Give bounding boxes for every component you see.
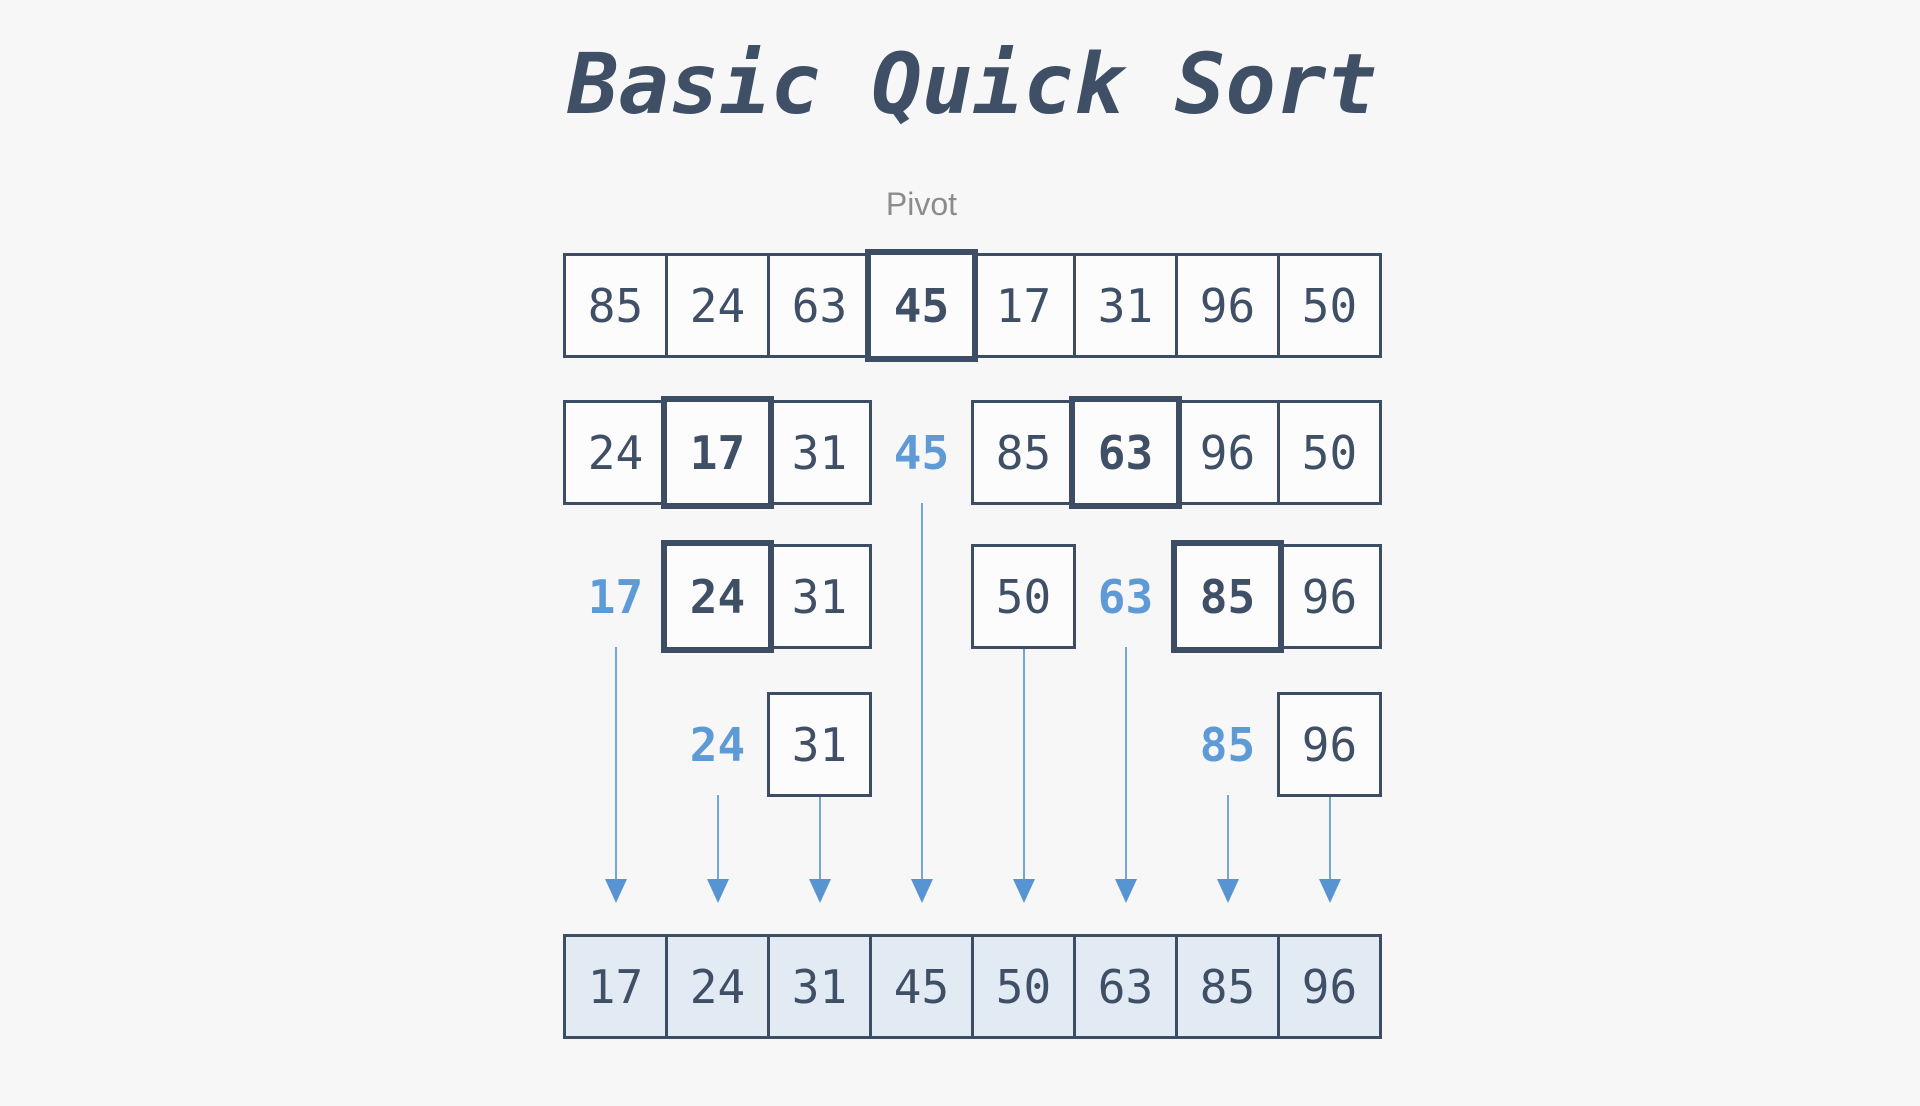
array-cell: 85 (563, 253, 668, 358)
pivot-label: Pivot (885, 186, 958, 222)
sorted-cell: 85 (1175, 934, 1280, 1039)
sorted-cell: 96 (1277, 934, 1382, 1039)
array-cell: 17 (971, 253, 1076, 358)
down-arrow-head (1216, 879, 1239, 903)
placed-value: 17 (587, 569, 644, 624)
array-cell: 31 (1073, 253, 1178, 358)
array-cell: 96 (1175, 253, 1280, 358)
down-arrow-line (920, 503, 923, 879)
down-arrow-line (1124, 647, 1127, 879)
down-arrow-head (910, 879, 933, 903)
sorted-cell: 17 (563, 934, 668, 1039)
array-cell: 85 (971, 400, 1076, 505)
array-cell: 24 (563, 400, 668, 505)
array-cell: 24 (665, 253, 770, 358)
array-cell: 96 (1277, 544, 1382, 649)
pivot-cell: 45 (865, 249, 978, 362)
page-title: Basic Quick Sort (567, 35, 1378, 133)
down-arrow-head (808, 879, 831, 903)
down-arrow-line (614, 647, 617, 879)
array-cell: 96 (1175, 400, 1280, 505)
pivot-cell: 24 (661, 540, 774, 653)
pivot-cell: 63 (1069, 396, 1182, 509)
down-arrow-line (1328, 795, 1331, 879)
array-cell: 63 (767, 253, 872, 358)
placed-value: 24 (689, 717, 746, 772)
sorted-cell: 24 (665, 934, 770, 1039)
down-arrow-head (1012, 879, 1035, 903)
placed-value: 45 (893, 425, 950, 480)
array-cell: 31 (767, 400, 872, 505)
down-arrow-head (706, 879, 729, 903)
array-cell: 31 (767, 544, 872, 649)
down-arrow-head (604, 879, 627, 903)
down-arrow-head (1114, 879, 1137, 903)
down-arrow-line (716, 795, 719, 879)
down-arrow-line (818, 795, 821, 879)
array-cell: 96 (1277, 692, 1382, 797)
sorted-cell: 45 (869, 934, 974, 1039)
array-cell: 50 (1277, 253, 1382, 358)
array-cell: 50 (971, 544, 1076, 649)
down-arrow-line (1226, 795, 1229, 879)
sorted-cell: 31 (767, 934, 872, 1039)
sorted-cell: 63 (1073, 934, 1178, 1039)
down-arrow-head (1318, 879, 1341, 903)
array-cell: 31 (767, 692, 872, 797)
array-cell: 50 (1277, 400, 1382, 505)
down-arrow-line (1022, 647, 1025, 879)
pivot-cell: 85 (1171, 540, 1284, 653)
sorted-cell: 50 (971, 934, 1076, 1039)
placed-value: 85 (1199, 717, 1256, 772)
placed-value: 63 (1097, 569, 1154, 624)
pivot-cell: 17 (661, 396, 774, 509)
